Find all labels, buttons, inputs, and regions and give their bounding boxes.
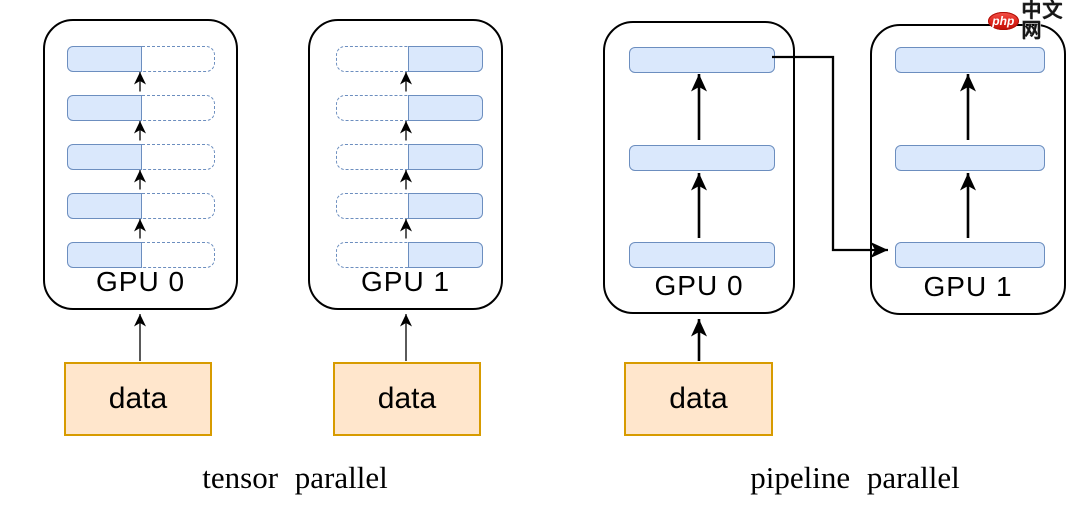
tensor-layer-row <box>310 144 501 170</box>
layer-shard-solid <box>408 193 483 219</box>
php-logo-badge: php <box>988 12 1019 30</box>
layer-shard-solid <box>408 46 483 72</box>
layer-shard-dashed <box>142 242 215 268</box>
layer-shard-dashed <box>336 144 408 170</box>
php-cn-watermark: php 中文网 <box>988 1 1080 41</box>
pipeline-gpu0-label: GPU 0 <box>654 270 744 301</box>
layer-shard-solid <box>67 193 142 219</box>
tensor-layer-row <box>45 46 236 72</box>
php-cn-site-name: 中文网 <box>1021 0 1064 42</box>
layer-shard-dashed <box>336 95 408 121</box>
pipeline-layer <box>895 47 1045 73</box>
tensor-gpu0-label: GPU 0 <box>95 266 186 297</box>
tensor-layer-row <box>310 46 501 72</box>
tensor-layer-row <box>310 242 501 268</box>
tensor-gpu0-box: GPU 0 <box>43 19 238 310</box>
layer-shard-dashed <box>142 46 215 72</box>
layer-shard-solid <box>67 95 142 121</box>
pipeline-layer <box>629 242 775 268</box>
pipeline-parallel-caption: pipeline parallel <box>750 460 960 495</box>
tensor-gpu1-box: GPU 1 <box>308 19 503 310</box>
layer-shard-solid <box>67 46 142 72</box>
tensor-parallel-caption: tensor parallel <box>202 460 388 495</box>
tensor-layer-row <box>310 95 501 121</box>
layer-shard-dashed <box>336 242 408 268</box>
pipeline-gpu1-box: GPU 1 <box>870 24 1066 315</box>
layer-shard-dashed <box>142 193 215 219</box>
tensor-layer-row <box>45 242 236 268</box>
layer-shard-dashed <box>142 144 215 170</box>
layer-shard-solid <box>408 242 483 268</box>
layer-shard-solid <box>408 95 483 121</box>
pipeline-gpu1-label: GPU 1 <box>923 271 1013 302</box>
pipeline-gpu0-box: GPU 0 <box>603 21 795 314</box>
tensor-layer-row <box>45 95 236 121</box>
pipeline-layer <box>629 145 775 171</box>
pipeline-layer <box>629 47 775 73</box>
pipeline-layer <box>895 242 1045 268</box>
tensor-layer-row <box>45 193 236 219</box>
tensor-gpu0-data-box: data <box>64 362 212 436</box>
layer-shard-dashed <box>142 95 215 121</box>
pipeline-data-box: data <box>624 362 773 436</box>
tensor-gpu1-label: GPU 1 <box>360 266 451 297</box>
layer-shard-solid <box>67 242 142 268</box>
tensor-layer-row <box>45 144 236 170</box>
pipeline-layer <box>895 145 1045 171</box>
layer-shard-solid <box>408 144 483 170</box>
tensor-gpu1-data-box: data <box>333 362 481 436</box>
layer-shard-dashed <box>336 193 408 219</box>
tensor-layer-row <box>310 193 501 219</box>
layer-shard-dashed <box>336 46 408 72</box>
layer-shard-solid <box>67 144 142 170</box>
